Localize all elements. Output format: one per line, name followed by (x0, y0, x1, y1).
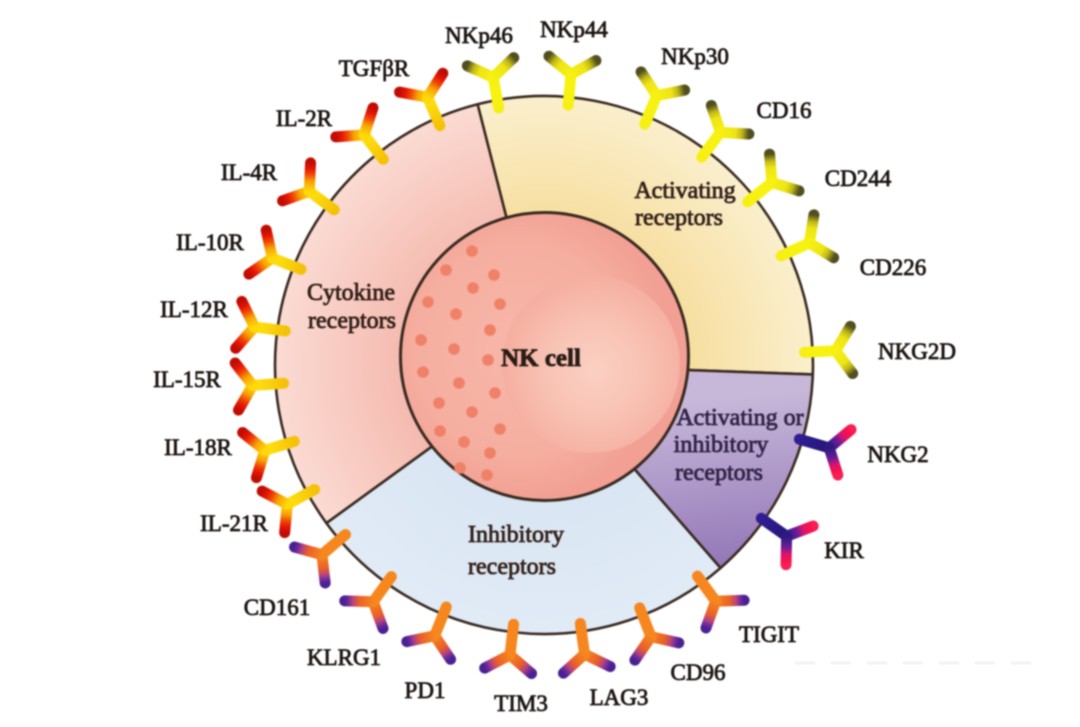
svg-text:NKp44: NKp44 (540, 17, 608, 42)
svg-text:Cytokine: Cytokine (307, 280, 395, 306)
svg-text:receptors: receptors (675, 460, 763, 486)
svg-text:PD1: PD1 (405, 678, 446, 703)
svg-text:Inhibitory: Inhibitory (468, 522, 564, 548)
svg-text:TGFβR: TGFβR (339, 56, 410, 81)
svg-text:inhibitory: inhibitory (674, 432, 769, 458)
svg-text:CD161: CD161 (244, 595, 310, 620)
svg-text:receptors: receptors (308, 308, 396, 334)
svg-text:NKp30: NKp30 (661, 44, 729, 69)
svg-text:NKp46: NKp46 (445, 23, 513, 48)
svg-text:Activating or: Activating or (676, 405, 803, 431)
svg-text:IL-18R: IL-18R (164, 435, 232, 460)
svg-text:TIGIT: TIGIT (739, 622, 799, 647)
svg-text:TIM3: TIM3 (494, 691, 548, 716)
svg-text:CD96: CD96 (671, 660, 726, 685)
svg-text:KLRG1: KLRG1 (307, 645, 381, 670)
svg-text:NK cell: NK cell (501, 345, 581, 372)
svg-text:CD244: CD244 (825, 166, 892, 191)
svg-text:NKG2D: NKG2D (878, 339, 956, 364)
svg-text:IL-2R: IL-2R (276, 106, 333, 131)
svg-text:Activating: Activating (634, 178, 735, 204)
svg-text:receptors: receptors (635, 205, 723, 231)
svg-text:LAG3: LAG3 (590, 685, 649, 710)
svg-text:IL-10R: IL-10R (176, 230, 244, 255)
svg-text:IL-21R: IL-21R (200, 511, 268, 536)
svg-text:CD226: CD226 (860, 255, 926, 280)
svg-text:CD16: CD16 (757, 98, 812, 123)
svg-text:IL-12R: IL-12R (160, 297, 228, 322)
svg-text:KIR: KIR (824, 538, 864, 563)
svg-text:IL-4R: IL-4R (221, 160, 278, 185)
svg-text:NKG2: NKG2 (867, 442, 928, 467)
svg-text:IL-15R: IL-15R (153, 367, 221, 392)
svg-text:receptors: receptors (468, 554, 556, 580)
